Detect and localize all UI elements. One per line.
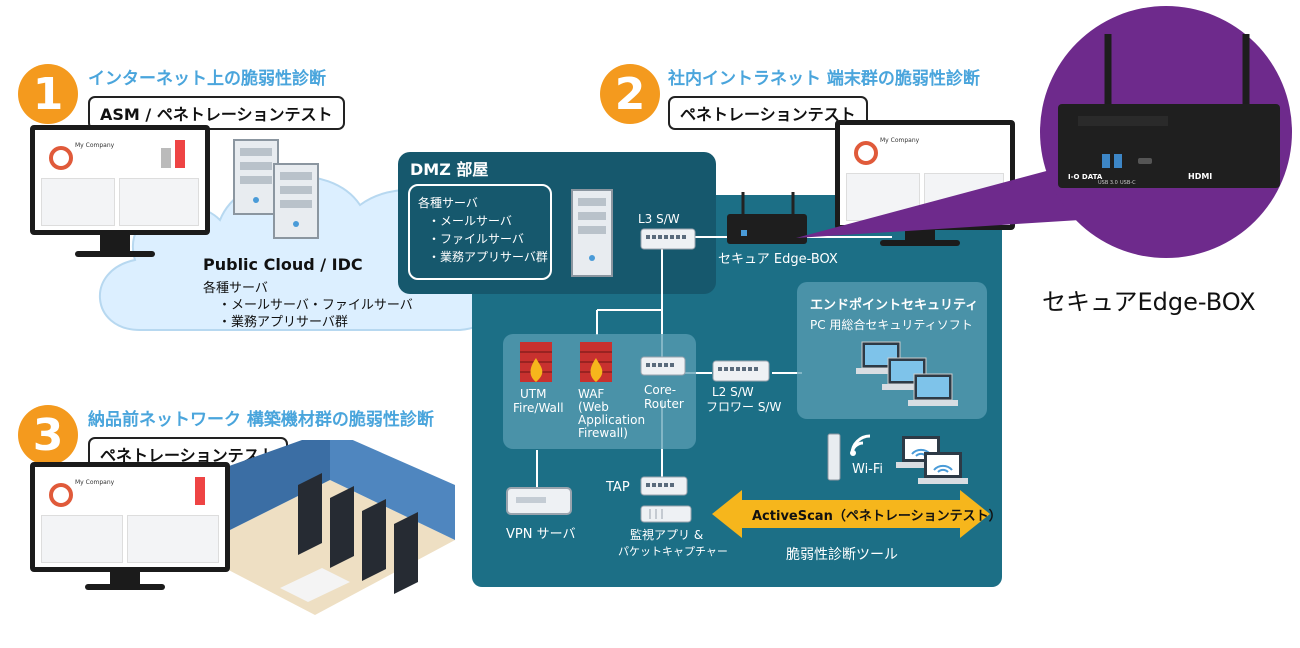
activescan-label: ActiveScan（ペネトレーションテスト） [752,509,1002,524]
monitor-1: My Company [30,125,210,265]
dmz-title: DMZ 部屋 [410,160,489,179]
edge-box-product-name: セキュアEdge-BOX [1042,288,1256,316]
activescan-caption: 脆弱性診断ツール [786,547,898,563]
utm-firewall-icon [520,342,552,382]
utm-label-line2: Fire/Wall [513,401,564,415]
section3-number-badge: 3 [18,405,78,465]
edge-box-port-usb: USB 3.0 [1098,180,1118,186]
screen-company: My Company [880,137,920,144]
l3-switch-icon [640,228,696,250]
cloud-servers-line1: ・メールサーバ・ファイルサーバ [218,298,413,313]
section1-number-badge: 1 [18,64,78,124]
core-router-label-line1: Core- [644,383,677,397]
endpoint-subtitle: PC 用総合セキュリティソフト [810,318,973,332]
cloud-title: Public Cloud / IDC [203,255,363,274]
edge-box-brand: I-O DATA [1068,173,1103,181]
monitoring-label-line2: パケットキャプチャー [618,545,728,558]
l2-switch-icon [712,360,770,382]
edge-box-small-icon [727,192,807,244]
core-router-icon [640,356,686,376]
laptop-icon [908,373,958,406]
cloud-server-icon [233,139,279,215]
tap-label: TAP [606,480,630,495]
dmz-server-icon [571,189,613,277]
waf-label-line1: WAF [578,387,605,401]
wifi-signal-icon [850,434,871,456]
cloud-server-icon [273,163,319,239]
waf-label-line4: Firewall) [578,426,628,440]
edge-box-label: セキュア Edge-BOX [718,252,838,267]
wifi-access-point-icon [827,433,841,481]
cloud-servers-heading: 各種サーバ [203,281,268,296]
section1-test-label: ASM / ペネトレーションテスト [88,96,345,130]
waf-label-line3: Application [578,413,646,427]
cloud-servers-line2: ・業務アプリサーバ群 [218,315,348,330]
dmz-item2: ・ファイルサーバ [428,232,524,246]
l2-switch-label-line1: L2 S/W [712,385,754,399]
section3-title: 納品前ネットワーク 構築機材群の脆弱性診断 [88,410,434,430]
core-router-label-line2: Router [644,397,684,411]
l2-switch-label-line2: フロワー S/W [706,400,782,414]
waf-firewall-icon [580,342,612,382]
monitor-3: My Company [30,462,230,602]
section2-number-badge: 2 [600,64,660,124]
edge-box-product-image [1058,34,1280,188]
screen-company: My Company [75,479,115,486]
vpn-server-label: VPN サーバ [506,527,576,542]
dmz-item3: ・業務アプリサーバ群 [428,250,548,264]
wifi-laptop-icon [918,452,968,484]
tap-device-icon [640,476,688,496]
dmz-server-list-box [408,184,552,280]
endpoint-title: エンドポイントセキュリティ [810,298,979,313]
utm-label-line1: UTM [520,387,547,401]
section2-test-label: ペネトレーションテスト [668,96,868,130]
edge-box-port-usbc: USB-C [1120,180,1136,186]
monitoring-label-line1: 監視アプリ & [630,528,704,542]
section1-title: インターネット上の脆弱性診断 [88,69,326,89]
edge-box-port-hdmi: HDMI [1188,172,1213,181]
l3-switch-label: L3 S/W [638,212,680,226]
dmz-servers-heading: 各種サーバ [418,196,478,210]
dmz-item1: ・メールサーバ [428,214,512,228]
edge-box-callout-pointer [796,162,1080,238]
screen-company: My Company [75,142,115,149]
activescan-arrow [712,490,990,538]
section2-title: 社内イントラネット 端末群の脆弱性診断 [668,69,980,89]
wifi-label: Wi-Fi [852,462,884,477]
waf-label-line2: (Web [578,400,609,414]
monitor-appliance-icon [640,505,692,523]
vpn-server-icon [506,487,572,515]
